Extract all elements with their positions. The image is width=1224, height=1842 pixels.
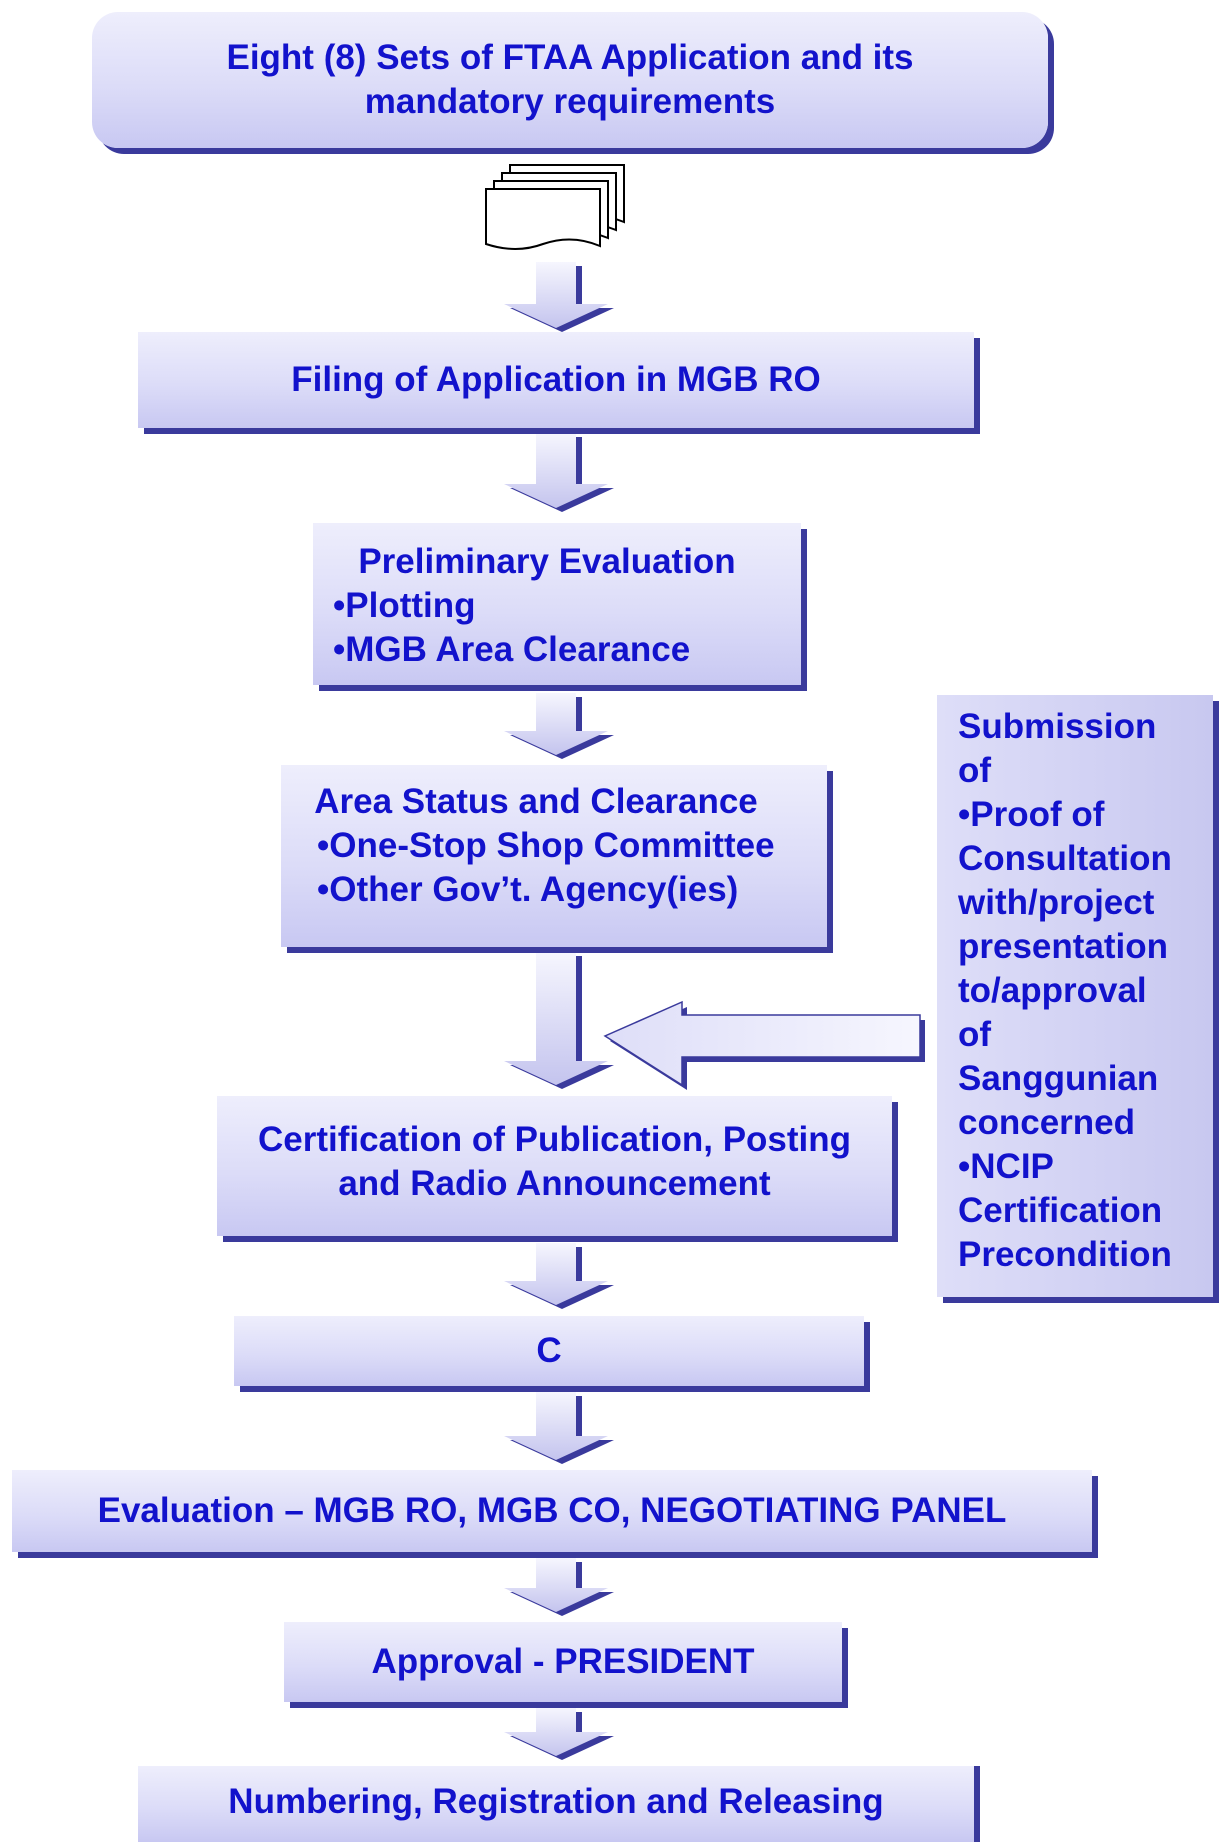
step-preliminary-bullet-plotting: Plotting [333, 584, 801, 628]
submission-bullet-consultation-3: with/project [958, 883, 1155, 922]
step-area-status-box: Area Status and Clearance One-Stop Shop … [281, 765, 827, 947]
step-preliminary-box: Preliminary Evaluation Plotting MGB Area… [313, 523, 801, 685]
down-arrows [504, 262, 614, 1760]
submission-bullet-consultation-6: of [958, 1015, 992, 1054]
step-approval-label: Approval - PRESIDENT [371, 1642, 755, 1681]
down-arrow-icon [504, 693, 608, 755]
submission-bullet-consultation-2: Consultation [958, 839, 1172, 878]
step-area-status-bullet-one-stop: One-Stop Shop Committee [317, 824, 827, 868]
step-area-status-title: Area Status and Clearance [314, 782, 758, 821]
down-arrow-icon [504, 1392, 608, 1460]
submission-line-2: of [958, 751, 992, 790]
down-arrow-icon [504, 262, 608, 328]
down-arrow-icon [504, 433, 608, 508]
submission-bullet-consultation-1: Proof of [958, 793, 1213, 837]
submission-bullet-ncip-3: Precondition [958, 1235, 1172, 1274]
down-arrow-icon [504, 1558, 608, 1612]
submission-line-1: Submission [958, 707, 1157, 746]
step-numbering-label: Numbering, Registration and Releasing [228, 1782, 884, 1821]
step-evaluation-label: Evaluation – MGB RO, MGB CO, NEGOTIATING… [97, 1491, 1007, 1530]
step-certification-publication-box: Certification of Publication, Posting an… [217, 1096, 892, 1236]
submission-bullet-consultation-7: Sanggunian [958, 1059, 1159, 1098]
step-evaluation-box: Evaluation – MGB RO, MGB CO, NEGOTIATING… [12, 1470, 1092, 1552]
step-filing-box: Filing of Application in MGB RO [138, 332, 974, 428]
submission-bullet-ncip-2: Certification [958, 1191, 1163, 1230]
submission-requirements-box: Submission of Proof of Consultation with… [937, 695, 1213, 1297]
step-eight-sets-line-2: mandatory requirements [364, 82, 776, 121]
stacked-documents-icon [485, 164, 625, 250]
step-filing-label: Filing of Application in MGB RO [291, 360, 821, 399]
down-arrow-icon [504, 1243, 608, 1305]
step-certification-publication-line-1: Certification of Publication, Posting [257, 1120, 852, 1159]
down-arrow-icon [504, 1708, 608, 1756]
step-preliminary-title: Preliminary Evaluation [358, 542, 736, 581]
step-panel-arbitrators-label: C [536, 1331, 562, 1370]
submission-bullet-consultation-4: presentation [958, 927, 1169, 966]
step-preliminary-bullet-area-clearance: MGB Area Clearance [333, 628, 801, 672]
left-arrow-icon [603, 1000, 925, 1090]
step-numbering-box: Numbering, Registration and Releasing [138, 1766, 974, 1842]
step-approval-box: Approval - PRESIDENT [284, 1622, 842, 1702]
step-eight-sets-line-1: Eight (8) Sets of FTAA Application and i… [226, 38, 914, 77]
step-certification-publication-line-2: and Radio Announcement [338, 1164, 771, 1203]
submission-bullet-ncip-1: NCIP [958, 1145, 1213, 1189]
submission-bullet-consultation-5: to/approval [958, 971, 1147, 1010]
step-panel-arbitrators-box: C [234, 1316, 864, 1386]
down-arrow-icon [504, 952, 608, 1085]
submission-bullet-consultation-8: concerned [958, 1103, 1135, 1142]
step-eight-sets-box: Eight (8) Sets of FTAA Application and i… [92, 12, 1048, 148]
step-area-status-bullet-other-gov: Other Gov’t. Agency(ies) [317, 868, 827, 912]
